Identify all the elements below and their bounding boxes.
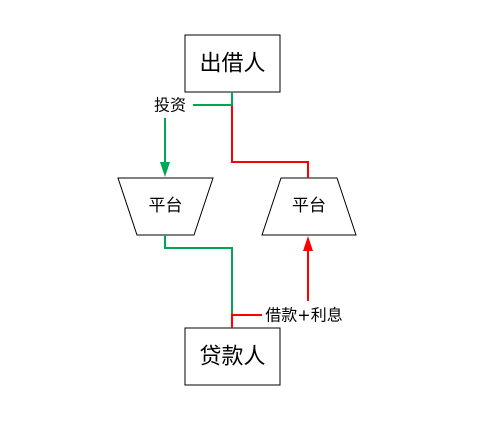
lender-node: 出借人 <box>184 34 281 93</box>
lender-to-invest-edge <box>193 92 233 106</box>
loan-interest-label: 借款+利息 <box>265 306 342 325</box>
lender-to-platform-right-edge <box>231 92 309 178</box>
borrower-to-repay-edge <box>231 314 262 328</box>
lender-label: 出借人 <box>199 52 265 77</box>
repay-arrowhead-icon <box>303 236 313 251</box>
borrower-label: 贷款人 <box>199 345 265 370</box>
platform-left-shape <box>117 177 214 236</box>
invest-arrowhead-icon <box>160 162 170 177</box>
invest-label: 投资 <box>154 96 186 115</box>
platform-right-shape <box>261 177 357 236</box>
platform-left-to-borrower-edge <box>164 235 233 328</box>
platform-right-label: 平台 <box>292 196 326 216</box>
borrower-node: 贷款人 <box>184 327 281 386</box>
platform-left-node: 平台 <box>117 177 214 236</box>
platform-left-label: 平台 <box>149 196 183 216</box>
lender-box <box>184 34 281 93</box>
platform-right-node: 平台 <box>261 177 357 236</box>
